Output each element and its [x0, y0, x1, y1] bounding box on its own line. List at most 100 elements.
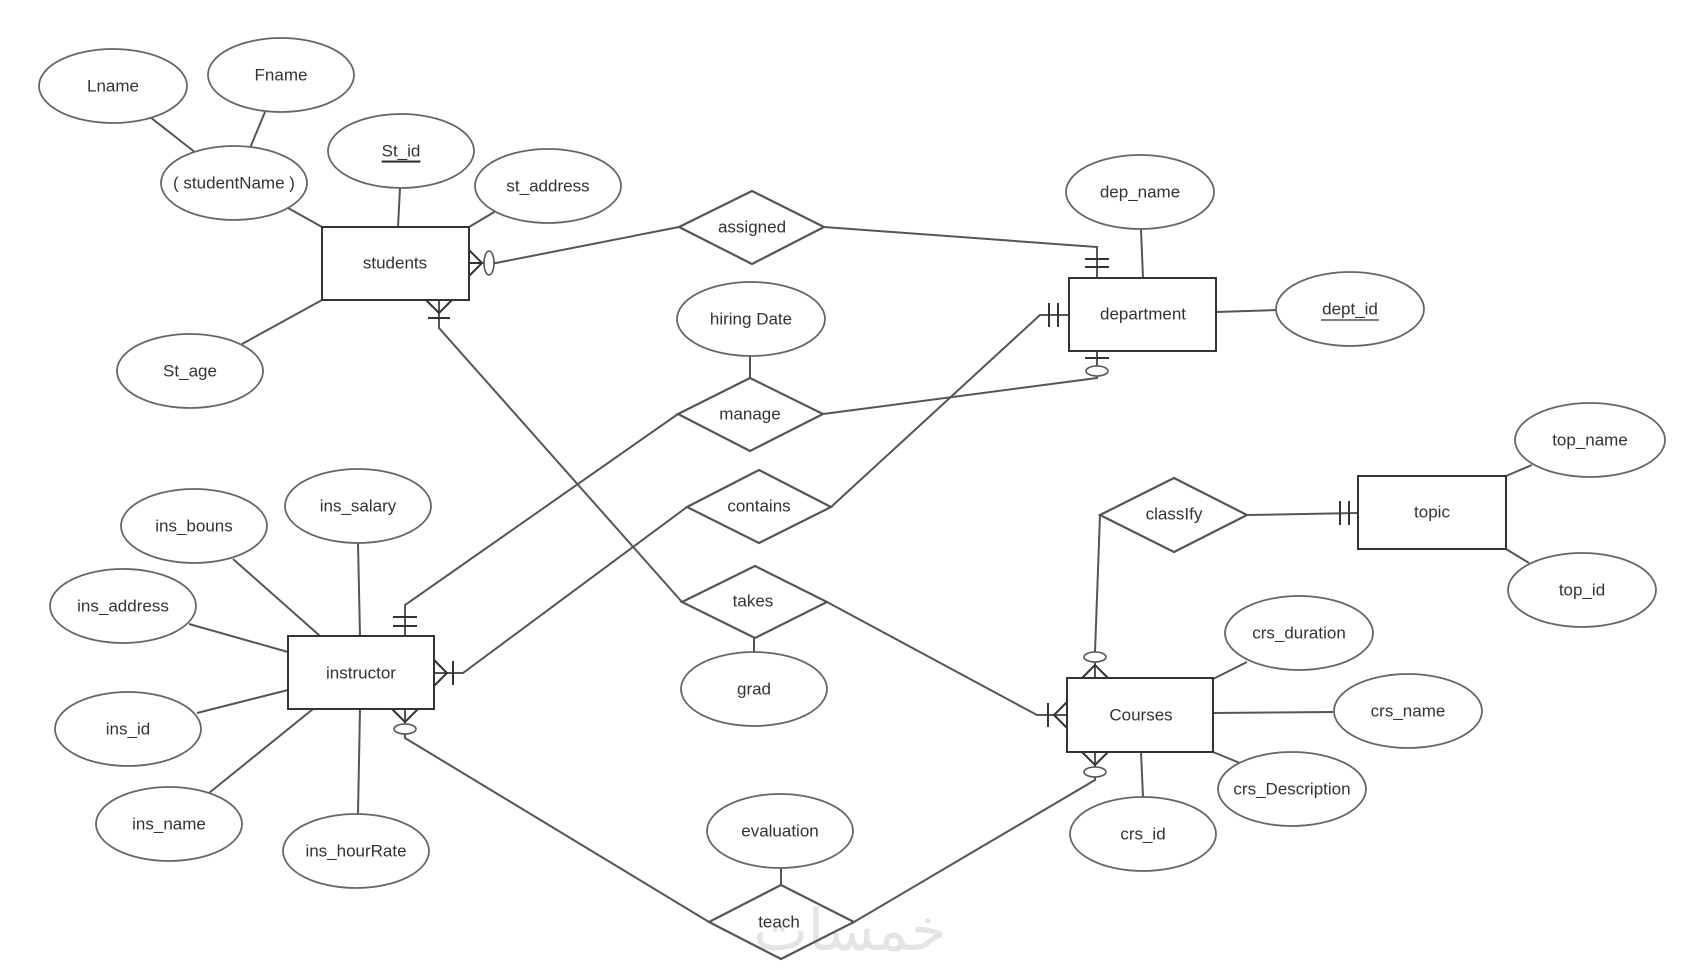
attribute-crs-duration[interactable]: crs_duration — [1224, 595, 1374, 671]
entity-topic[interactable]: topic — [1357, 475, 1507, 550]
entity-department[interactable]: department — [1068, 277, 1217, 352]
attribute-ins-id[interactable]: ins_id — [54, 691, 202, 767]
attribute-label: crs_Description — [1233, 780, 1350, 799]
crowfoot-zero-many-icon — [468, 249, 495, 277]
attribute-lname[interactable]: Lname — [38, 48, 188, 124]
relationship-contains[interactable]: contains — [684, 468, 834, 545]
link-deptid-department — [1215, 309, 1278, 313]
entity-label: Courses — [1109, 706, 1172, 725]
link-manage-instructor — [404, 413, 679, 636]
relationship-takes[interactable]: takes — [679, 564, 830, 640]
attribute-ins-salary[interactable]: ins_salary — [284, 468, 432, 544]
link-topid-topic — [1505, 548, 1530, 564]
attribute-label: ins_id — [106, 720, 150, 739]
attribute-label: dep_name — [1100, 183, 1180, 202]
attribute-grad[interactable]: grad — [680, 651, 828, 727]
attribute-label: evaluation — [741, 822, 819, 841]
attribute-hiring-date[interactable]: hiring Date — [676, 281, 826, 357]
relationship-label: contains — [727, 497, 790, 516]
link-lname-studentname — [149, 116, 197, 154]
attribute-st-address[interactable]: st_address — [474, 148, 622, 224]
crowfoot-zero-many-icon — [391, 708, 419, 735]
attribute-label: st_address — [506, 177, 589, 196]
relationship-label: manage — [719, 405, 780, 424]
link-inssalary-instructor — [357, 542, 361, 637]
entity-label: topic — [1414, 503, 1450, 522]
attribute-ins-name[interactable]: ins_name — [95, 786, 243, 862]
attribute-label: Lname — [87, 77, 139, 96]
attribute-top-name[interactable]: top_name — [1514, 402, 1666, 478]
link-teach-courses — [853, 752, 1096, 923]
attribute-top-id[interactable]: top_id — [1507, 552, 1657, 628]
link-crsduration-courses — [1212, 661, 1248, 680]
one-only-one-icon — [1339, 501, 1350, 525]
attribute-fname[interactable]: Fname — [207, 37, 355, 113]
attribute-crs-description[interactable]: crs_Description — [1217, 751, 1367, 827]
entity-students[interactable]: students — [321, 226, 470, 301]
attribute-student-name[interactable]: ( studentName ) — [160, 145, 308, 221]
link-crsdescription-courses — [1212, 751, 1241, 764]
link-insaddress-instructor — [188, 623, 289, 653]
relationship-assigned[interactable]: assigned — [676, 189, 827, 266]
crowfoot-zero-many-icon — [1081, 651, 1109, 679]
attribute-label: ins_salary — [320, 497, 397, 516]
cardinality-marks — [391, 249, 1350, 778]
link-depname-department — [1140, 228, 1144, 279]
relationship-label: teach — [758, 913, 800, 932]
relationship-manage[interactable]: manage — [675, 376, 826, 453]
attribute-ins-hourrate[interactable]: ins_hourRate — [282, 813, 430, 889]
link-takes-courses — [826, 601, 1067, 716]
link-crsid-courses — [1140, 751, 1144, 798]
attribute-label: St_age — [163, 362, 217, 381]
attribute-label-key: St_id — [382, 142, 421, 161]
crowfoot-one-many-icon — [425, 299, 453, 319]
attribute-evaluation[interactable]: evaluation — [706, 793, 854, 869]
attribute-ins-bouns[interactable]: ins_bouns — [120, 488, 268, 564]
attribute-crs-id[interactable]: crs_id — [1069, 796, 1217, 872]
attribute-label: top_id — [1559, 581, 1605, 600]
entity-instructor[interactable]: instructor — [287, 635, 435, 710]
one-only-one-icon — [1085, 258, 1109, 268]
attribute-ins-address[interactable]: ins_address — [49, 568, 197, 644]
link-topname-topic — [1505, 464, 1533, 477]
link-contains-department — [830, 314, 1069, 508]
attribute-dep-name[interactable]: dep_name — [1065, 154, 1215, 230]
link-studentname-students — [287, 207, 323, 228]
link-crsname-courses — [1212, 711, 1334, 714]
one-only-one-icon — [1048, 303, 1059, 327]
relationship-label: classIfy — [1146, 505, 1203, 524]
attribute-dept-id[interactable]: dept_id — [1275, 271, 1425, 347]
attribute-label: ins_address — [77, 597, 169, 616]
one-only-one-icon — [393, 616, 417, 627]
link-stage-students — [241, 299, 323, 345]
attribute-st-age[interactable]: St_age — [116, 333, 264, 409]
attribute-label: Fname — [255, 66, 308, 85]
relationship-teach[interactable]: teach — [706, 883, 857, 961]
link-contains-instructor — [434, 506, 688, 674]
link-staddress-students — [468, 210, 497, 228]
entity-label: students — [363, 254, 427, 273]
attribute-label: ins_bouns — [155, 517, 233, 536]
attribute-label-key: dept_id — [1322, 300, 1378, 319]
watermark-logo: خمسات — [753, 896, 946, 964]
zero-one-icon — [1085, 357, 1109, 377]
attribute-label: ins_hourRate — [305, 842, 406, 861]
link-manage-department — [822, 351, 1098, 415]
crowfoot-zero-many-icon — [1081, 751, 1109, 778]
attribute-crs-name[interactable]: crs_name — [1333, 673, 1483, 749]
attribute-st-id[interactable]: St_id — [327, 113, 475, 189]
attribute-label: hiring Date — [710, 310, 792, 329]
attribute-label: ( studentName ) — [173, 174, 295, 193]
link-insid-instructor — [196, 689, 289, 714]
crowfoot-one-many-icon — [1047, 701, 1068, 729]
link-insname-instructor — [208, 708, 314, 794]
entity-courses[interactable]: Courses — [1066, 677, 1214, 753]
attribute-label: crs_name — [1371, 702, 1446, 721]
link-assigned-students — [469, 226, 680, 264]
relationship-classify[interactable]: classIfy — [1097, 476, 1250, 554]
link-fname-studentname — [249, 111, 266, 149]
link-assigned-department — [823, 226, 1098, 278]
attribute-label: top_name — [1552, 431, 1628, 450]
relationship-label: takes — [733, 592, 774, 611]
